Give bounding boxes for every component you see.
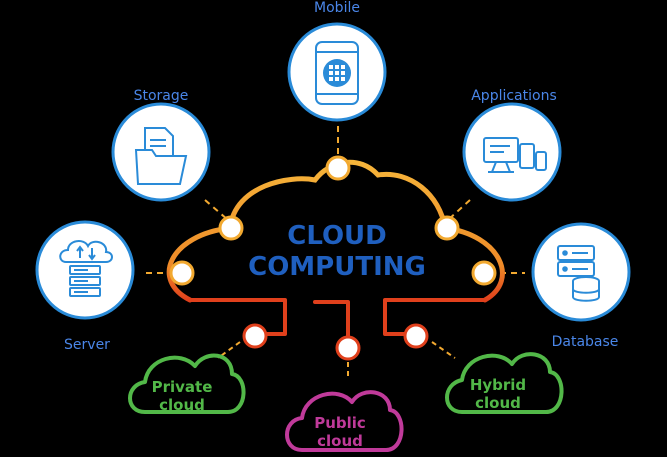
junction-dot-hybrid [403,323,429,349]
cloud-label-hybrid-2: cloud [475,394,521,412]
junction-dot-mobile [325,155,351,181]
cloud-public [285,390,404,452]
cloud-label-public-2: cloud [317,432,363,450]
folder-icon [134,127,188,185]
mobile-icon [315,41,359,105]
node-server [35,220,135,320]
junction-dot-private [242,323,268,349]
junction-dots [169,155,497,286]
junction-dot-server [169,260,195,286]
node-label-server: Server [64,337,110,353]
junction-dot-public [335,335,361,361]
cloud-label-private-2: cloud [159,396,205,414]
node-mobile [287,22,387,122]
junction-dot-storage [218,215,244,241]
node-label-mobile: Mobile [314,0,360,16]
node-label-database: Database [552,334,619,350]
node-storage [111,102,211,202]
node-applications [462,102,562,202]
node-label-applications: Applications [471,88,557,104]
junction-dots-lower [242,323,429,361]
junction-dot-database [471,260,497,286]
title-line-2: COMPUTING [248,252,426,282]
cloud-label-private-1: Private [152,378,213,396]
node-label-storage: Storage [134,88,189,104]
cloud-label-hybrid-1: Hybrid [470,376,526,394]
cloud-private [128,353,246,414]
cloud-label-public-1: Public [314,414,366,432]
title-line-1: CLOUD [287,221,387,251]
node-database [531,222,631,322]
junction-dot-applications [434,215,460,241]
cloud-connectors [188,298,487,347]
devices-icon [483,137,547,173]
database-icon [557,245,600,302]
cloud-hybrid [445,352,564,414]
server-icon [59,240,113,297]
